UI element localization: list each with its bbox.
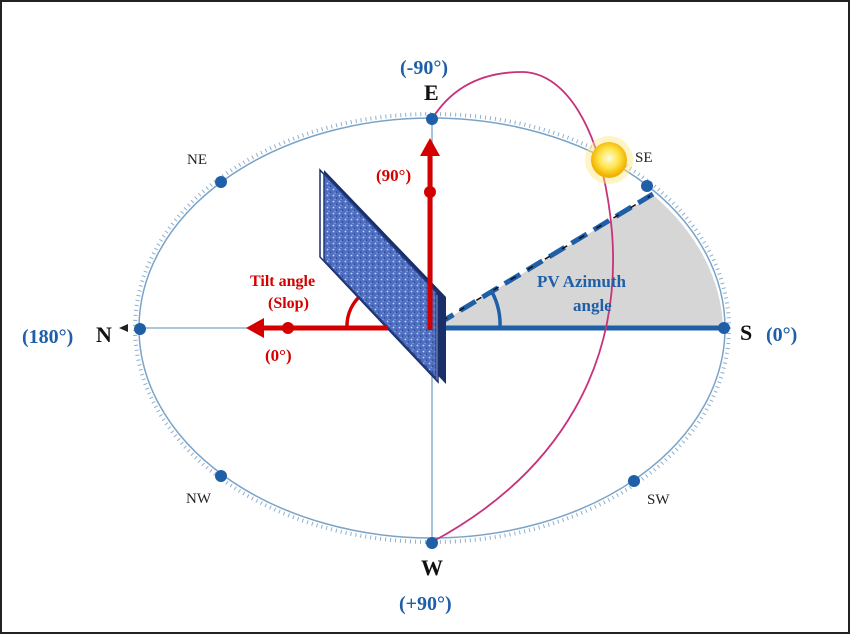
south-point <box>718 322 730 334</box>
northeast-point <box>215 176 227 188</box>
tilt-horizontal-dot <box>282 322 294 334</box>
southeast-point <box>641 180 653 192</box>
sun-path-curve <box>431 71 614 543</box>
tilt-angle-arc <box>345 296 360 329</box>
pv-azimuth-inner-dash <box>441 195 651 322</box>
southwest-point <box>628 475 640 487</box>
southeast-label: SE <box>635 150 653 166</box>
south-label: S <box>740 320 752 345</box>
tilt-vertical-angle-label: (90°) <box>376 166 411 185</box>
sun-icon <box>585 136 633 184</box>
northeast-label: NE <box>187 152 207 168</box>
azimuth-shaded-area <box>432 195 723 328</box>
north-label: N <box>96 322 112 347</box>
north-angle-label: (180°) <box>22 326 73 348</box>
east-point <box>426 113 438 125</box>
tilt-horizontal-angle-label: (0°) <box>265 346 292 365</box>
west-angle-label: (+90°) <box>399 593 452 615</box>
south-angle-label: (0°) <box>766 324 797 346</box>
west-label: W <box>421 555 443 580</box>
northwest-point <box>215 470 227 482</box>
tilt-vertical-dot <box>424 186 436 198</box>
tilt-horizontal-arrowhead <box>246 318 264 338</box>
east-label: E <box>424 80 439 105</box>
tilt-angle-label-line1: Tilt angle <box>250 273 315 290</box>
north-arrowhead <box>119 324 128 332</box>
azimuth-angle-arc <box>490 291 502 329</box>
northwest-label: NW <box>186 491 212 507</box>
north-point <box>134 323 146 335</box>
azimuth-label-line1: PV Azimuth <box>537 272 626 291</box>
southwest-label: SW <box>647 492 670 508</box>
east-angle-label: (-90°) <box>400 57 448 79</box>
pv-panel-icon <box>319 168 446 384</box>
azimuth-label-line2: angle <box>573 296 612 315</box>
west-point <box>426 537 438 549</box>
tilt-vertical-arrowhead <box>420 138 440 156</box>
tilt-angle-label-line2: (Slop) <box>268 295 309 312</box>
